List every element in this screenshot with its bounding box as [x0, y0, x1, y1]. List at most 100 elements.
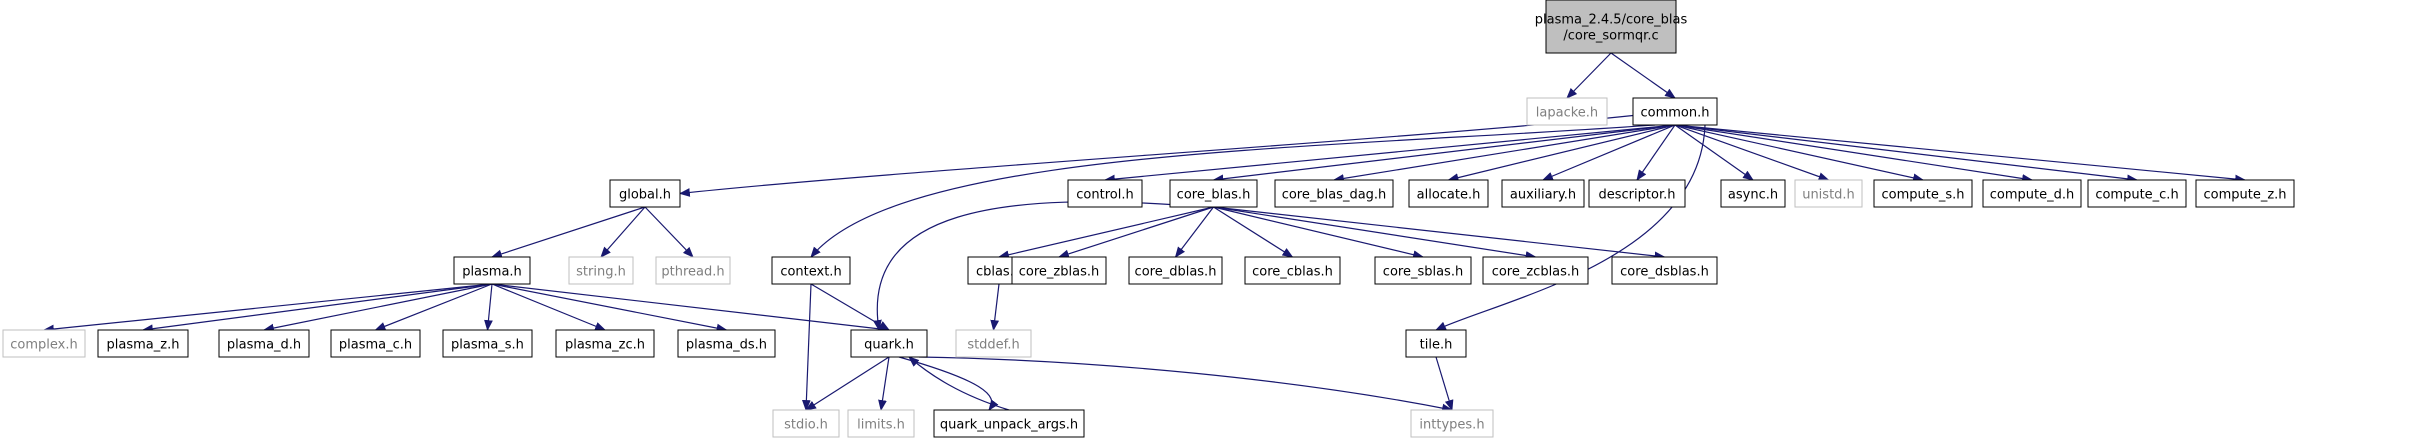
node-box — [1408, 179, 1489, 208]
node-box — [2087, 179, 2187, 208]
edge-quark-to-limits — [878, 356, 890, 412]
node-box — [1545, 0, 1677, 54]
edge-quark_unpack_args-to-quark — [908, 356, 1010, 411]
node-core-dblas[interactable]: core_dblas.h — [1128, 256, 1223, 285]
node-quark-unpack-args[interactable]: quark_unpack_args.h — [933, 409, 1085, 438]
node-core-cblas[interactable]: core_cblas.h — [1244, 256, 1341, 285]
edge-core_blas-to-cblas — [997, 206, 1214, 260]
node-box — [453, 256, 531, 285]
edge-core_blas-to-core_zcblas — [1213, 206, 1537, 260]
node-core-blas[interactable]: core_blas.h — [1169, 179, 1258, 208]
node-unistd: unistd.h — [1794, 179, 1863, 208]
node-label: core_blas_dag.h — [1282, 188, 1387, 203]
node-box — [218, 329, 310, 358]
node-label: control.h — [1076, 188, 1133, 203]
edge-global-to-pthread — [644, 206, 694, 258]
node-box — [850, 329, 928, 358]
edge-plasma-to-plasma_s — [484, 283, 493, 332]
node-box — [2195, 179, 2295, 208]
node-box — [677, 329, 776, 358]
node-box — [1632, 97, 1718, 126]
node-core-dsblas[interactable]: core_dsblas.h — [1611, 256, 1718, 285]
node-label: cblas.h — [976, 265, 1022, 280]
node-allocate[interactable]: allocate.h — [1408, 179, 1489, 208]
node-label: allocate.h — [1417, 188, 1481, 203]
node-stdio: stdio.h — [772, 409, 840, 438]
edge-plasma-to-plasma_d — [262, 283, 493, 333]
edge-core_blas-to-core_sblas — [1213, 206, 1425, 259]
node-plasma[interactable]: plasma.h — [453, 256, 531, 285]
edge-common-to-compute_z — [1674, 124, 2247, 184]
node-label: stddef.h — [967, 338, 1019, 353]
node-plasma-ds[interactable]: plasma_ds.h — [677, 329, 776, 358]
node-label: core_zcblas.h — [1492, 265, 1580, 280]
node-box — [1526, 97, 1608, 126]
node-core-zblas[interactable]: core_zblas.h — [1011, 256, 1107, 285]
node-plasma-d[interactable]: plasma_d.h — [218, 329, 310, 358]
edge-global-to-string — [600, 206, 646, 258]
node-label: plasma_2.4.5/core_blas — [1535, 13, 1688, 28]
edge-plasma-to-plasma_c — [374, 283, 493, 331]
node-box — [1169, 179, 1258, 208]
edge-context-to-quark — [810, 283, 890, 331]
node-box — [771, 256, 851, 285]
edge-common-to-core_blas — [1212, 124, 1676, 184]
node-box — [609, 179, 681, 208]
node-label: limits.h — [857, 418, 905, 433]
edge-root-to-common — [1610, 52, 1676, 99]
node-async[interactable]: async.h — [1720, 179, 1786, 208]
node-global[interactable]: global.h — [609, 179, 681, 208]
node-box — [933, 409, 1085, 438]
node-context[interactable]: context.h — [771, 256, 851, 285]
node-label: compute_s.h — [1882, 188, 1965, 203]
edge-tile-to-inttypes — [1435, 356, 1454, 412]
node-box — [442, 329, 533, 358]
node-label: plasma_s.h — [451, 338, 524, 353]
node-root[interactable]: plasma_2.4.5/core_blas/core_sormqr.c — [1535, 0, 1688, 54]
edge-common-to-core_blas_dag — [1332, 124, 1676, 183]
edge-plasma-to-plasma_zc — [491, 283, 607, 331]
node-core-zcblas[interactable]: core_zcblas.h — [1482, 256, 1589, 285]
node-core-blas-dag[interactable]: core_blas_dag.h — [1274, 179, 1394, 208]
node-label: unistd.h — [1802, 188, 1855, 203]
edge-cblas-to-stddef — [990, 283, 1000, 332]
node-compute-c[interactable]: compute_c.h — [2087, 179, 2187, 208]
node-box — [1410, 409, 1494, 438]
node-quark[interactable]: quark.h — [850, 329, 928, 358]
node-box — [1067, 179, 1143, 208]
node-plasma-c[interactable]: plasma_c.h — [330, 329, 421, 358]
node-compute-s[interactable]: compute_s.h — [1873, 179, 1973, 208]
node-auxiliary[interactable]: auxiliary.h — [1501, 179, 1585, 208]
node-descriptor[interactable]: descriptor.h — [1588, 179, 1686, 208]
node-box — [1274, 179, 1394, 208]
node-tile[interactable]: tile.h — [1405, 329, 1467, 358]
node-label: plasma_d.h — [227, 338, 301, 353]
node-core-sblas[interactable]: core_sblas.h — [1374, 256, 1472, 285]
node-label: tile.h — [1420, 338, 1453, 353]
node-compute-z[interactable]: compute_z.h — [2195, 179, 2295, 208]
node-label: plasma_zc.h — [565, 338, 645, 353]
node-plasma-zc[interactable]: plasma_zc.h — [555, 329, 655, 358]
edge-context-to-stdio — [801, 283, 812, 412]
node-box — [555, 329, 655, 358]
node-box — [1873, 179, 1973, 208]
edge-core_blas-to-core_dblas — [1174, 206, 1214, 258]
node-compute-d[interactable]: compute_d.h — [1982, 179, 2082, 208]
node-plasma-s[interactable]: plasma_s.h — [442, 329, 533, 358]
node-label: global.h — [619, 188, 671, 203]
edge-plasma-to-plasma_z — [141, 283, 493, 334]
node-box — [1244, 256, 1341, 285]
node-stddef: stddef.h — [955, 329, 1032, 358]
edge-global-to-plasma — [490, 206, 646, 259]
node-label: compute_c.h — [2095, 188, 2178, 203]
node-control[interactable]: control.h — [1067, 179, 1143, 208]
node-box — [1374, 256, 1472, 285]
node-plasma-z[interactable]: plasma_z.h — [97, 329, 189, 358]
node-label: inttypes.h — [1419, 418, 1484, 433]
node-box — [1982, 179, 2082, 208]
node-label: complex.h — [10, 338, 77, 353]
edge-core_blas-to-core_cblas — [1213, 206, 1294, 258]
node-label: /core_sormqr.c — [1563, 29, 1658, 44]
node-common[interactable]: common.h — [1632, 97, 1718, 126]
